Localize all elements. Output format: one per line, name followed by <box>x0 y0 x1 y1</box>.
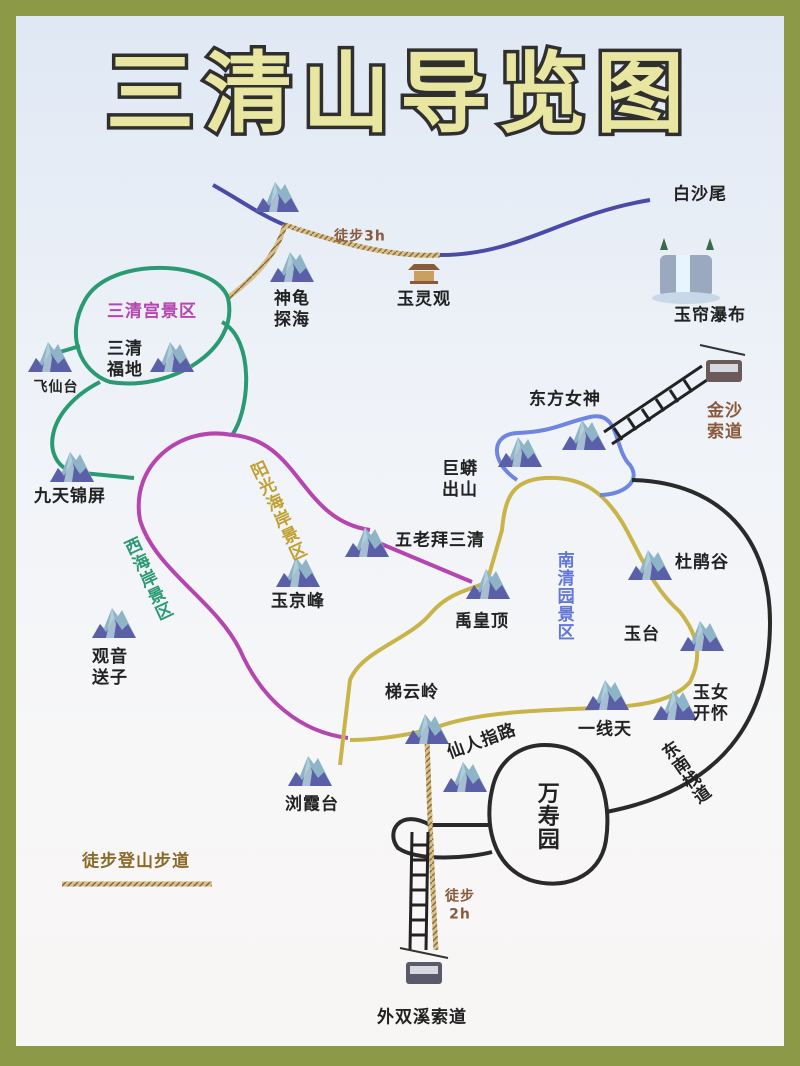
rope-trail-2h <box>424 739 439 951</box>
mountain-icon <box>443 762 487 792</box>
mountain-icon <box>498 437 542 467</box>
waishuangxi-cable-car-icon <box>399 947 449 984</box>
label-tiyunling: 梯云岭 <box>385 682 439 703</box>
label-yulian-waterfall: 玉帘瀑布 <box>674 305 746 326</box>
trail-dongnan <box>605 478 773 814</box>
label-baishawei: 白沙尾 <box>673 184 727 205</box>
label-sanqing-fudi: 三清 福地 <box>107 338 143 380</box>
mountain-icon <box>276 557 320 587</box>
label-wanshouyuan: 万寿园 <box>533 781 559 851</box>
label-yutai: 玉台 <box>624 624 660 645</box>
label-yunv-kaihuai: 玉女 开怀 <box>693 682 729 724</box>
yulian-waterfall-icon <box>652 238 720 304</box>
mountain-icon <box>680 621 724 651</box>
mountain-icon <box>628 550 672 580</box>
mountain-icon <box>345 527 389 557</box>
mountain-icon <box>585 680 629 710</box>
trail-wanshouyuan-west <box>391 817 493 860</box>
label-dujuangu: 杜鹃谷 <box>675 552 729 573</box>
label-hike-2h: 徒步 2h <box>445 888 475 923</box>
label-yulingguan: 玉灵观 <box>397 289 451 310</box>
trail-dongfangnvshen <box>494 414 636 497</box>
label-guanyin-songzi: 观音 送子 <box>92 646 128 688</box>
label-dongfang-nvshen: 东方女神 <box>529 389 601 410</box>
map-canvas: 三清山导览图 白沙尾 徒步3h 神龟 探海 玉灵观 玉帘瀑布 三清宫景区 三清 … <box>16 16 784 1046</box>
title-graphic: 三清山导览图 <box>102 39 694 149</box>
jinsha-cableway-ladder <box>603 364 711 446</box>
yulingguan-temple-icon <box>408 264 440 284</box>
label-wulao-bai-sanqing: 五老拜三清 <box>395 530 485 551</box>
trail-sanqinggong-loop <box>74 265 232 386</box>
label-shengui-tanhai: 神龟 探海 <box>274 288 310 330</box>
mountain-icon <box>270 252 314 282</box>
label-waishuangxi-cableway: 外双溪索道 <box>377 1007 467 1028</box>
waishuangxi-cableway-ladder <box>408 831 430 951</box>
label-jiutian-jinping: 九天锦屏 <box>34 486 106 507</box>
page-title: 三清山导览图 <box>106 42 694 145</box>
label-yuhuangding: 禹皇顶 <box>455 611 509 632</box>
mountain-icon <box>150 342 194 372</box>
trail-wanshouyuan-loop <box>487 742 610 886</box>
label-feixiantai: 飞仙台 <box>33 379 79 396</box>
mountain-icon <box>28 342 72 372</box>
mountain-icon <box>255 182 299 212</box>
mountain-icon <box>405 714 449 744</box>
mountain-icon <box>653 690 697 720</box>
label-sanqinggong-area: 三清宫景区 <box>107 301 197 322</box>
title: 三清山导览图 <box>16 36 784 150</box>
mountain-icon <box>466 569 510 599</box>
label-jinsha-cableway: 金沙 索道 <box>707 400 743 442</box>
trail-baishawei-east <box>439 198 651 257</box>
label-yixiantian: 一线天 <box>578 719 632 740</box>
trail-yangguang <box>136 431 473 740</box>
label-nanqingyuan-area: 南清园景区 <box>553 551 574 641</box>
label-yujingfeng: 玉京峰 <box>271 591 325 612</box>
label-liuxiatai: 浏霞台 <box>285 794 339 815</box>
mountain-icon <box>288 756 332 786</box>
mountain-icons <box>28 182 724 792</box>
mountain-icon <box>92 608 136 638</box>
label-jumang-chushan: 巨蟒 出山 <box>442 458 478 500</box>
trail-nanqingyuan <box>338 475 700 766</box>
legend-hiking-trail-label: 徒步登山步道 <box>82 851 190 872</box>
label-hike-3h: 徒步3h <box>334 228 386 245</box>
trail-baishawei-west <box>212 183 286 227</box>
trail-map <box>28 182 773 984</box>
jinsha-cable-car-icon <box>699 344 746 382</box>
rope-trail-3h <box>226 222 441 300</box>
